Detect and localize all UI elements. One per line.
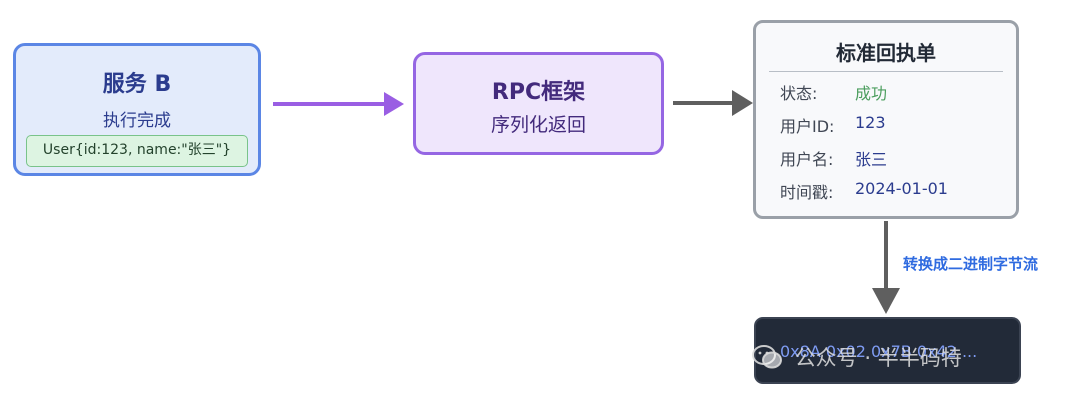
receipt-key: 时间戳: (780, 183, 834, 202)
receipt-divider (769, 71, 1003, 72)
rpc-title: RPC框架 (491, 80, 586, 105)
receipt-row-status: 状态: 成功 (780, 80, 887, 104)
watermark-text: 公众号 · 半半码特 (794, 346, 962, 370)
wechat-icon (752, 345, 782, 369)
receipt-key: 用户ID: (780, 117, 835, 136)
receipt-value-user-name: 张三 (855, 150, 888, 169)
service-b-node: 服务 B 执行完成 User{id:123, name:"张三"} (13, 43, 261, 176)
binary-bytes: 0x8A 0x02 0x7B 0x42 ... (780, 342, 978, 361)
receipt-key: 用户名: (780, 150, 834, 169)
arrow-receipt-to-binary (872, 221, 900, 314)
rpc-subtitle: 序列化返回 (490, 114, 586, 136)
edge-label-binary-conversion: 转换成二进制字节流 (903, 255, 1039, 273)
receipt-value-timestamp: 2024-01-01 (855, 179, 948, 198)
receipt-row-user-id: 用户ID: 123 (780, 113, 886, 137)
receipt-title: 标准回执单 (836, 41, 936, 65)
service-b-payload: User{id:123, name:"张三"} (26, 135, 248, 167)
arrow-service-to-rpc (273, 92, 404, 116)
receipt-value-user-id: 123 (855, 113, 886, 132)
service-b-title: 服务 B (102, 72, 172, 97)
receipt-node: 标准回执单 状态: 成功 用户ID: 123 用户名: 张三 时间戳: 2024… (753, 20, 1019, 219)
receipt-row-user-name: 用户名: 张三 (780, 146, 887, 170)
arrow-rpc-to-receipt (673, 90, 753, 116)
receipt-value-status: 成功 (855, 84, 888, 103)
service-b-subtitle: 执行完成 (103, 111, 171, 131)
receipt-key: 状态: (780, 84, 818, 103)
watermark: 公众号 · 半半码特 (752, 342, 962, 378)
rpc-framework-node: RPC框架 序列化返回 (413, 52, 664, 155)
receipt-row-timestamp: 时间戳: 2024-01-01 (780, 179, 948, 203)
